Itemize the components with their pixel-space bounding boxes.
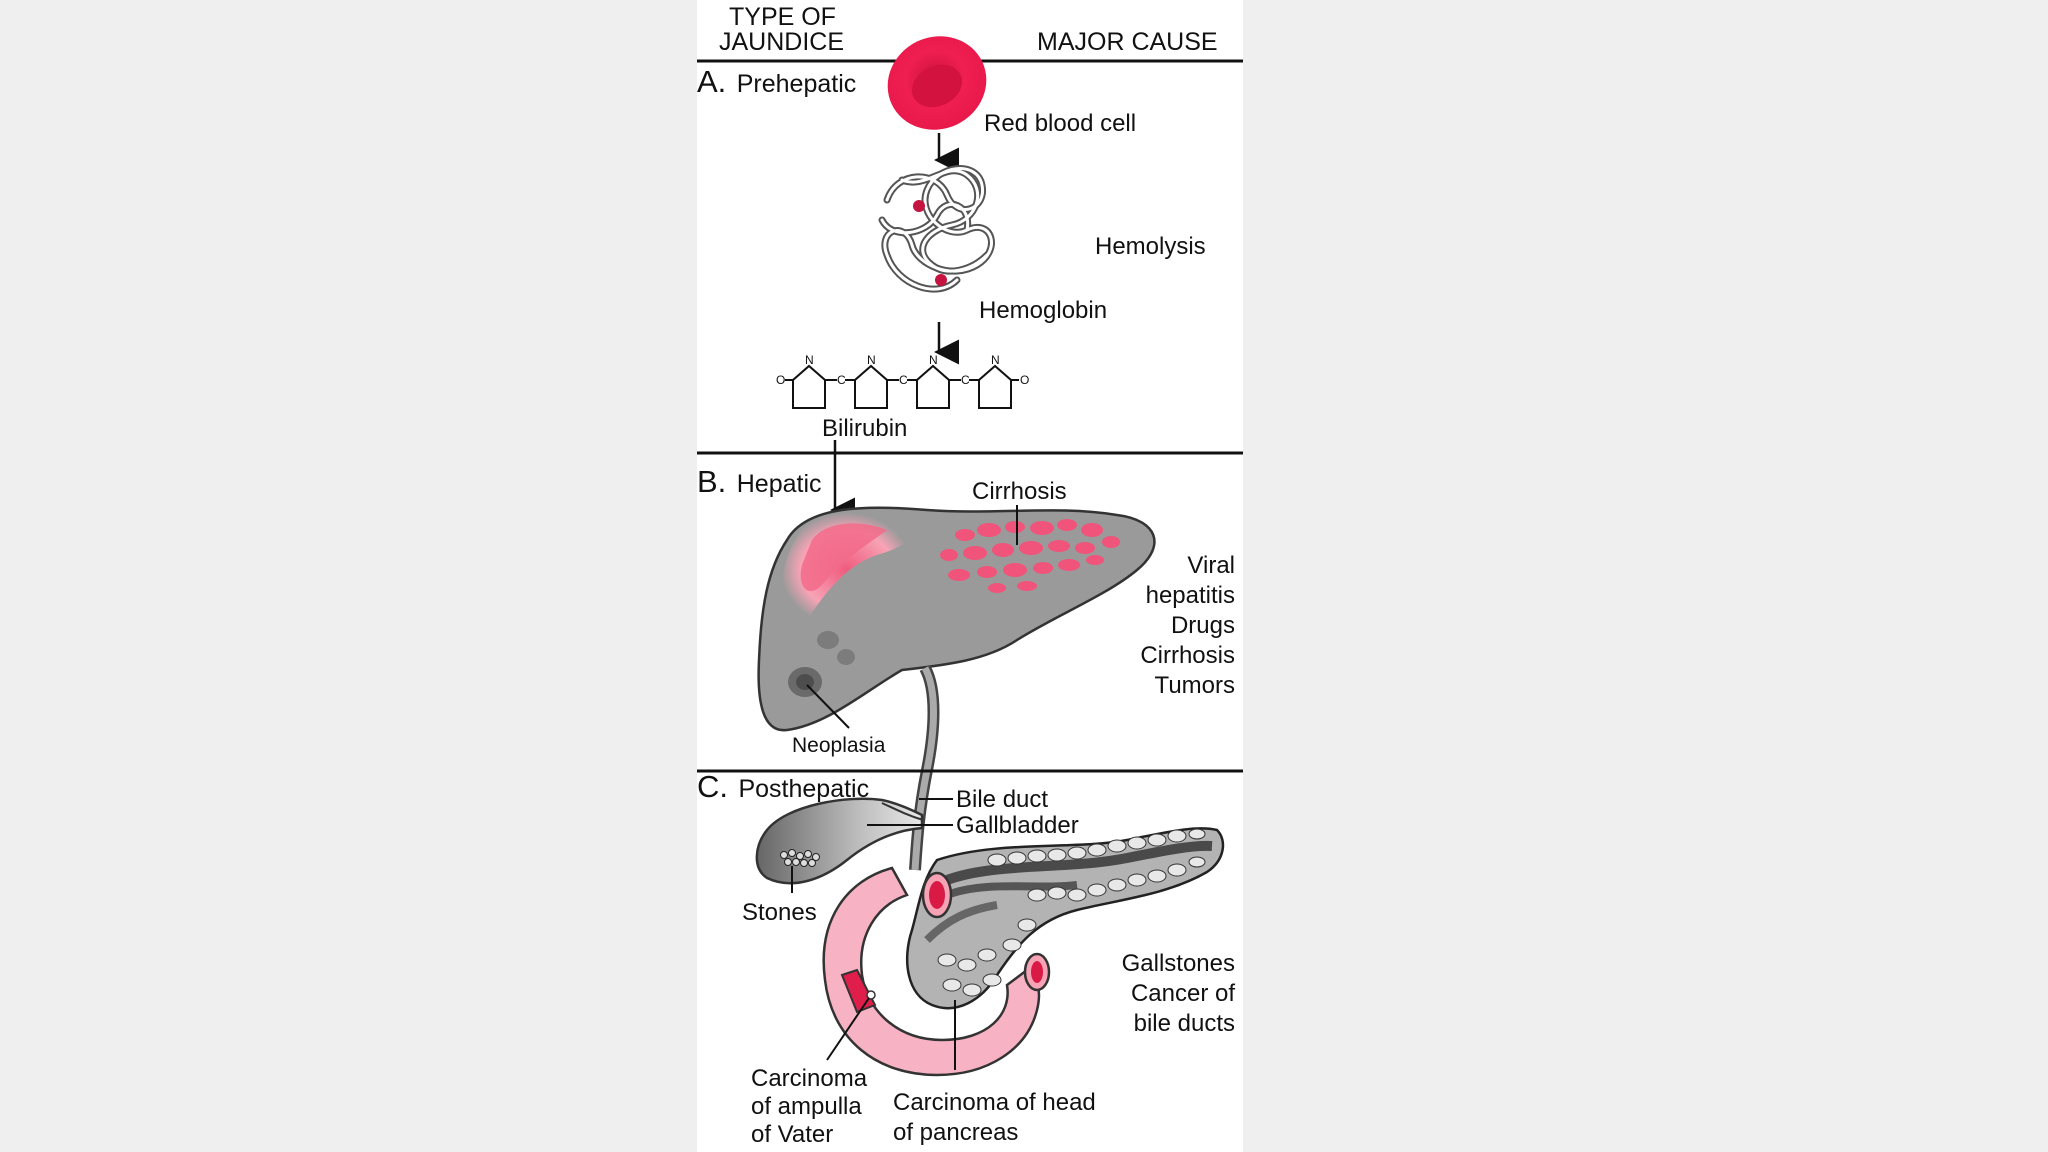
pancreas-icon (905, 827, 1225, 1010)
section-b-label: B. Hepatic (697, 464, 822, 499)
gallstones-icon (780, 849, 820, 867)
svg-text:Carcinoma: Carcinoma (751, 1065, 868, 1092)
diagram-panel: TYPE OF JAUNDICE MAJOR CAUSE A. Prehepat… (697, 0, 1243, 1152)
gallbladder-icon (755, 797, 924, 885)
svg-text:Viral: Viral (1187, 552, 1235, 579)
gallbladder-label: Gallbladder (956, 812, 1079, 839)
svg-text:Tumors: Tumors (1155, 672, 1235, 699)
svg-text:O: O (776, 373, 785, 387)
hemoglobin-highlight (880, 167, 993, 291)
jaundice-diagram: TYPE OF JAUNDICE MAJOR CAUSE A. Prehepat… (697, 3, 1243, 1148)
heme-dot-2 (935, 274, 947, 286)
svg-text:of ampulla: of ampulla (751, 1093, 862, 1120)
duodenum-icon (822, 866, 1051, 1077)
ampulla-pointer (826, 997, 870, 1061)
svg-text:C: C (837, 373, 846, 387)
posthepatic-causes: Gallstones Cancer of bile ducts (1122, 950, 1236, 1037)
hemoglobin-label: Hemoglobin (979, 297, 1107, 324)
ampulla-label: Carcinoma of ampulla of Vater (751, 1065, 868, 1148)
bilirubin-structure-icon (785, 364, 1019, 409)
svg-text:Carcinoma of head: Carcinoma of head (893, 1089, 1096, 1116)
svg-text:Cirrhosis: Cirrhosis (1140, 642, 1235, 669)
pancreas-lobules (937, 828, 1206, 997)
svg-text:Drugs: Drugs (1171, 612, 1235, 639)
svg-text:C: C (899, 373, 908, 387)
svg-text:N: N (929, 353, 938, 367)
neoplasia-label: Neoplasia (792, 734, 886, 757)
hepatic-causes: Viral hepatitis Drugs Cirrhosis Tumors (1140, 552, 1235, 699)
cirrhosis-nodules (940, 519, 1120, 593)
pancreas-head-label: Carcinoma of head of pancreas (893, 1089, 1096, 1146)
liver-icon (757, 506, 1156, 732)
header-major-cause: MAJOR CAUSE (1037, 28, 1218, 56)
red-blood-cell-icon (887, 36, 987, 130)
svg-text:hepatitis: hepatitis (1146, 582, 1235, 609)
bilirubin-atoms: N N N N C C C O O (776, 353, 1029, 387)
svg-text:N: N (991, 353, 1000, 367)
header-type-line2: JAUNDICE (719, 28, 844, 56)
svg-text:N: N (867, 353, 876, 367)
svg-text:Gallstones: Gallstones (1122, 950, 1235, 977)
svg-text:Cancer of: Cancer of (1131, 980, 1235, 1007)
svg-text:C: C (961, 373, 970, 387)
header-type-line1: TYPE OF (729, 3, 836, 31)
svg-text:O: O (1020, 373, 1029, 387)
heme-dot-1 (913, 200, 925, 212)
stones-label: Stones (742, 899, 817, 926)
neoplasia-lesions (788, 631, 855, 697)
svg-text:N: N (805, 353, 814, 367)
neoplasia-pointer (806, 684, 850, 729)
bile-duct-label: Bile duct (956, 786, 1048, 813)
svg-text:of Vater: of Vater (751, 1121, 833, 1148)
svg-text:of pancreas: of pancreas (893, 1119, 1018, 1146)
red-blood-cell-label: Red blood cell (984, 110, 1136, 137)
hemolysis-label: Hemolysis (1095, 233, 1206, 260)
svg-text:bile ducts: bile ducts (1134, 1010, 1235, 1037)
bilirubin-label: Bilirubin (822, 415, 907, 442)
cirrhosis-label: Cirrhosis (972, 478, 1067, 505)
section-a-label: A. Prehepatic (697, 64, 856, 99)
